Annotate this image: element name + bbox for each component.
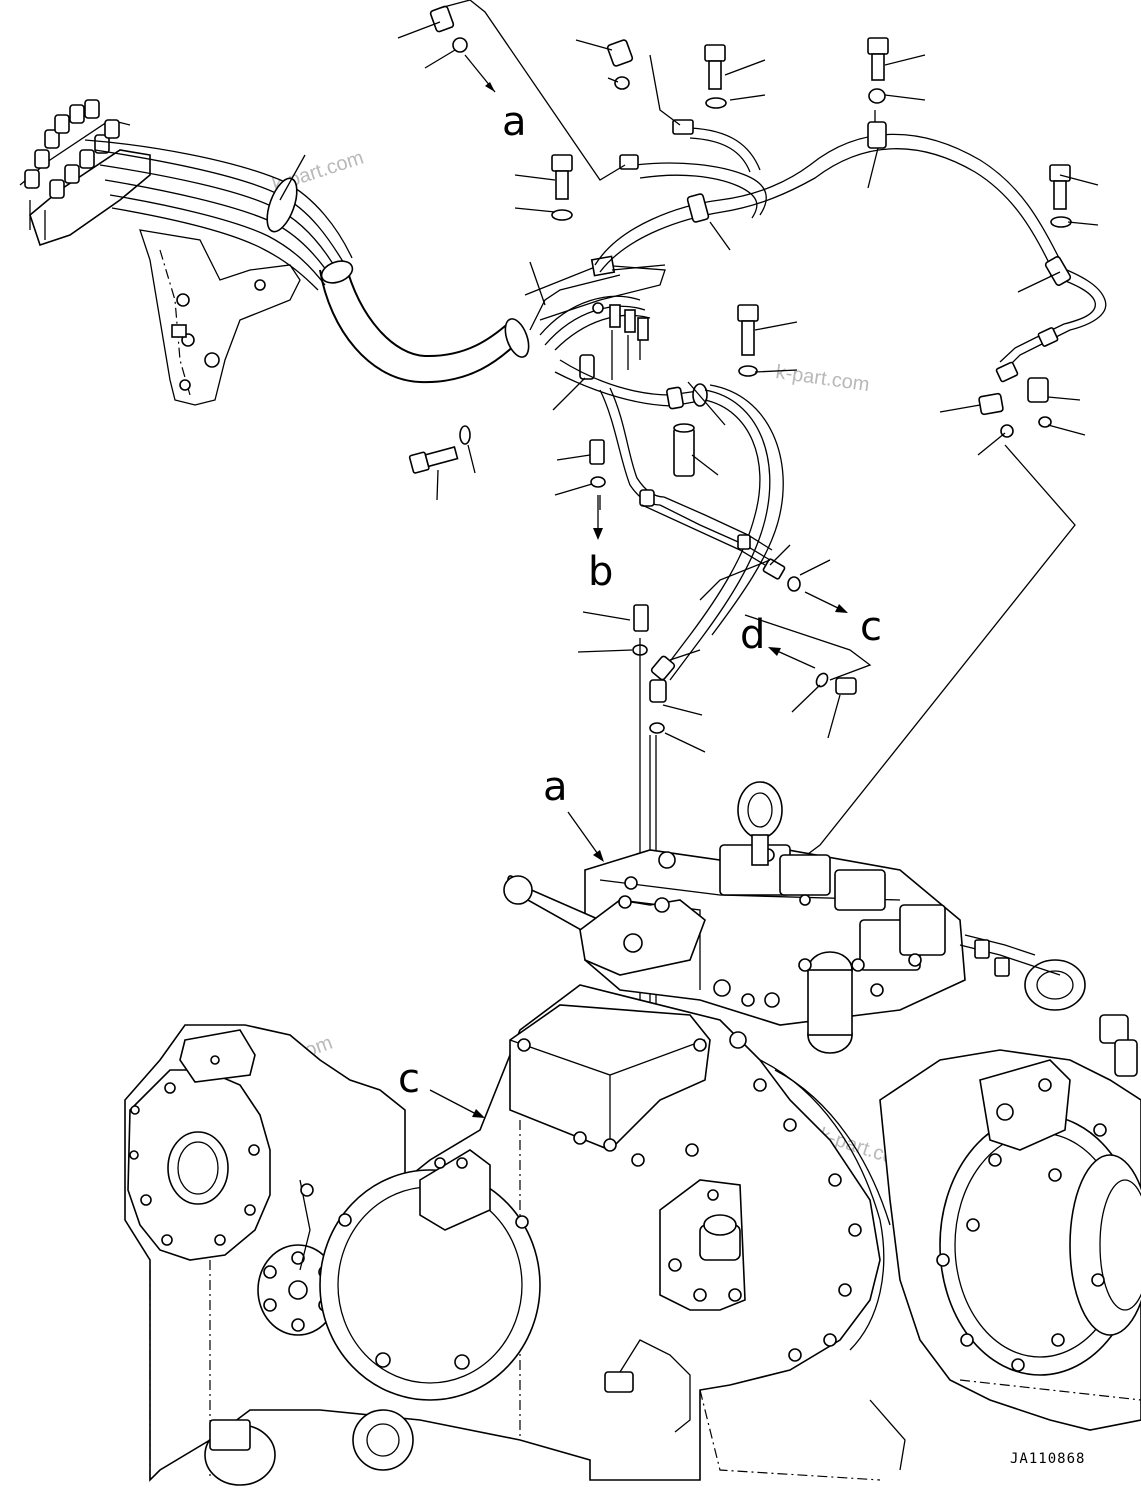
- washer: [551, 209, 573, 221]
- bolt: [867, 37, 889, 81]
- adapter-fitting: [633, 604, 649, 632]
- callout-c-top: c: [860, 604, 882, 650]
- transmission-assembly: [124, 781, 1141, 1486]
- washer: [459, 425, 471, 445]
- elbow-fitting: [429, 5, 455, 33]
- o-ring: [590, 476, 606, 488]
- o-ring: [452, 37, 468, 53]
- elbow-fitting: [978, 392, 1004, 416]
- bolt: [1049, 164, 1071, 210]
- bolt: [737, 304, 759, 356]
- elbow-fitting: [606, 39, 634, 67]
- fasteners: [408, 5, 1072, 734]
- washer: [868, 88, 886, 104]
- transmission-control-valve: [584, 844, 966, 1054]
- watermark-2: k-part.com: [774, 361, 871, 396]
- callout-c-bottom: c: [398, 1056, 420, 1102]
- o-ring: [614, 76, 630, 90]
- elbow-fitting: [835, 677, 857, 695]
- o-ring: [815, 672, 829, 688]
- auxiliary-valve-block: [659, 1179, 746, 1311]
- bolt: [704, 44, 726, 90]
- right-housing: [879, 1049, 1141, 1431]
- bolt: [551, 154, 573, 200]
- elbow-fitting: [1027, 377, 1049, 403]
- control-valve-bracket: [19, 99, 301, 406]
- washer: [705, 97, 727, 109]
- callout-a-bottom: a: [543, 764, 568, 810]
- drawing-code: JA110868: [1010, 1451, 1085, 1467]
- adapter-fitting: [589, 439, 605, 465]
- pump-housing: [509, 1004, 747, 1167]
- washer: [738, 365, 758, 377]
- o-ring: [787, 576, 801, 592]
- o-ring: [1038, 416, 1052, 428]
- callout-b-top: b: [588, 549, 613, 595]
- elbow-fitting: [649, 679, 667, 703]
- round-cover: [319, 1169, 541, 1401]
- valve-spools: [24, 99, 120, 199]
- left-gear-cover: [127, 1069, 271, 1261]
- bolt: [408, 446, 459, 474]
- callout-d-top: d: [740, 612, 765, 658]
- upper-hoses: [594, 110, 1107, 383]
- adapter-fitting: [762, 558, 786, 580]
- lifting-eye-left: [737, 781, 783, 866]
- o-ring: [649, 722, 665, 734]
- hose-bundle: [84, 139, 530, 384]
- callout-a-top: a: [502, 99, 527, 145]
- lifting-eye-right: [1024, 959, 1086, 1011]
